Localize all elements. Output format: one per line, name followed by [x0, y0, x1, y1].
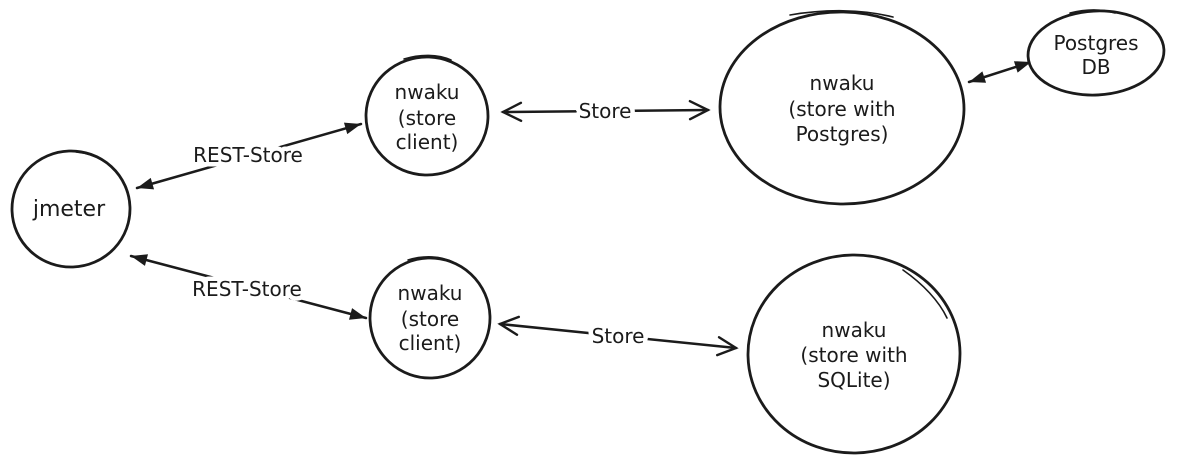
edge-store-bottom: Store	[497, 315, 739, 357]
edge-postgres-db-link-line	[967, 60, 1033, 84]
node-store-client-bottom-label-3: client)	[399, 331, 462, 355]
node-jmeter-label: jmeter	[32, 197, 106, 222]
edge-store-top-line	[500, 99, 711, 123]
sketch-stroke	[902, 269, 948, 319]
node-store-client-bottom-shape	[368, 256, 492, 380]
node-store-client-top-label-1: nwaku	[395, 80, 460, 104]
sketch-stroke	[789, 9, 894, 18]
edge-rest-store-top-label: REST-Store	[193, 143, 303, 167]
edge-rest-store-bottom: REST-Store	[129, 254, 368, 320]
edge-store-top: Store	[500, 95, 711, 128]
edge-store-bottom-label: Store	[592, 324, 645, 348]
node-jmeter: jmeter	[10, 149, 132, 269]
edge-store-bottom-line	[497, 315, 739, 357]
node-store-client-bottom-label-2: (store	[401, 307, 459, 331]
node-store-postgres: nwaku (store with Postgres)	[718, 9, 966, 206]
node-store-sqlite-label-1: nwaku	[822, 318, 887, 342]
edge-postgres-db-link	[967, 60, 1033, 84]
node-store-postgres-label-1: nwaku	[810, 71, 875, 95]
sketch-stroke	[407, 256, 454, 263]
node-store-sqlite: nwaku (store with SQLite)	[746, 253, 962, 455]
node-store-sqlite-label-2: (store with	[800, 343, 907, 367]
node-store-client-bottom-label-1: nwaku	[398, 281, 463, 305]
node-store-postgres-shape	[718, 10, 966, 206]
node-store-client-bottom: nwaku (store client)	[368, 256, 492, 380]
node-store-postgres-label-3: Postgres)	[796, 122, 889, 146]
node-jmeter-shape	[10, 149, 132, 269]
node-postgres-db: Postgres DB	[1026, 9, 1166, 97]
edge-rest-store-bottom-label: REST-Store	[192, 277, 302, 301]
node-postgres-db-label-1: Postgres	[1053, 31, 1138, 55]
edge-store-top-label: Store	[579, 99, 632, 123]
sketch-stroke	[75, 151, 122, 179]
sketch-stroke	[1069, 9, 1116, 14]
node-store-postgres-label-2: (store with	[788, 97, 895, 121]
node-store-sqlite-label-3: SQLite)	[817, 368, 890, 392]
edge-rest-store-bottom-line	[129, 254, 368, 320]
sketch-stroke	[403, 54, 452, 61]
node-store-client-top-label-3: client)	[396, 130, 459, 154]
node-postgres-db-shape	[1026, 9, 1166, 97]
edge-rest-store-top-line	[135, 122, 363, 190]
node-store-client-top: nwaku (store client)	[364, 54, 490, 177]
node-store-client-top-label-2: (store	[398, 106, 456, 130]
node-store-sqlite-shape	[746, 253, 962, 455]
edge-rest-store-top: REST-Store	[135, 122, 363, 190]
node-postgres-db-label-2: DB	[1081, 55, 1110, 79]
node-store-client-top-shape	[364, 55, 490, 177]
